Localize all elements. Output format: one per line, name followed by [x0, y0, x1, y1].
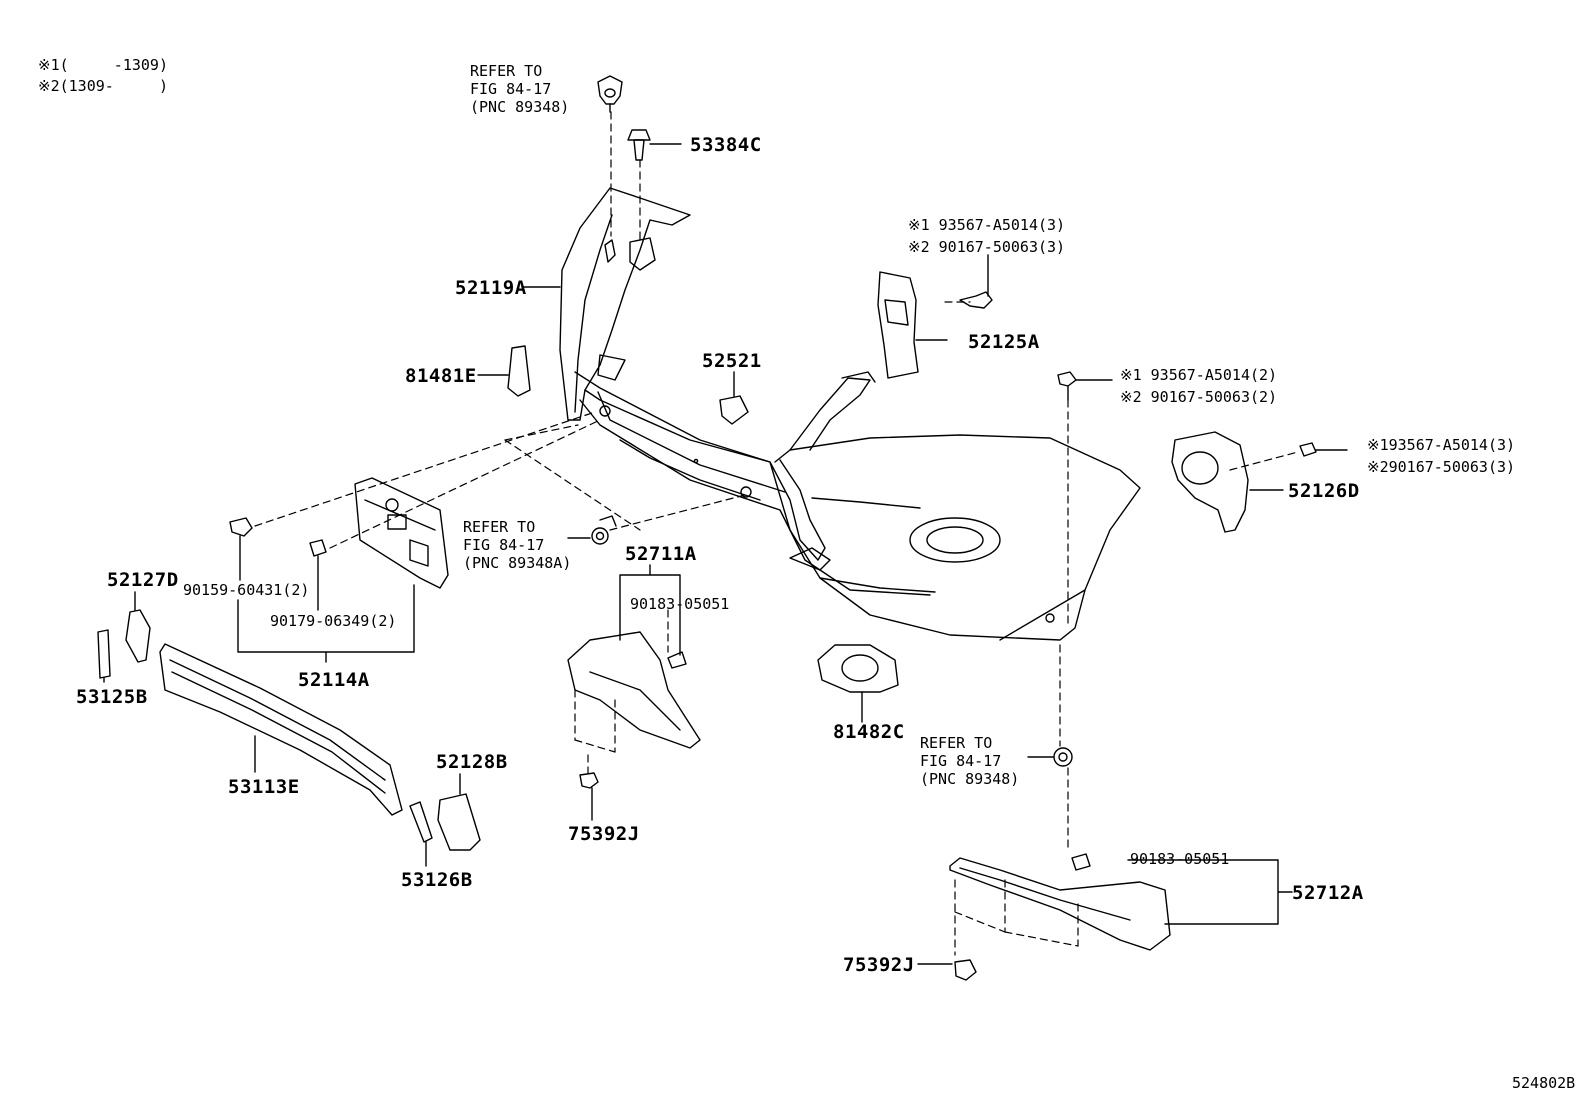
- part-52711A[interactable]: 52711A: [625, 543, 697, 565]
- part-52125A[interactable]: 52125A: [968, 331, 1040, 353]
- part-53125B[interactable]: 53125B: [76, 686, 148, 708]
- refer-top-line-1: REFER TO: [470, 62, 543, 80]
- note-52126D-1: ※193567-A5014(3): [1367, 436, 1516, 454]
- leader-52114A: [237, 584, 415, 663]
- part-52127D[interactable]: 52127D: [107, 569, 179, 591]
- note-bolt-2: ※2 90167-50063(2): [1120, 388, 1278, 406]
- note-bolt-1: ※1 93567-A5014(2): [1120, 366, 1278, 384]
- part-52712A[interactable]: 52712A: [1292, 882, 1364, 904]
- part-90183-b[interactable]: 90183-05051: [1130, 850, 1230, 868]
- refer-mid-line-2: FIG 84-17: [463, 536, 545, 554]
- bracket-52521: [719, 371, 749, 425]
- bolt-right-upper: [1057, 371, 1113, 401]
- bracket-81481E: [477, 345, 531, 397]
- clip-53384C: [627, 129, 682, 161]
- legend-line-2: ※2(1309- ): [38, 77, 168, 95]
- refer-right-line-2: FIG 84-17: [920, 752, 1002, 770]
- sensor-right: [1027, 747, 1073, 767]
- bracket-52126D: [1171, 431, 1348, 533]
- part-52126D[interactable]: 52126D: [1288, 480, 1360, 502]
- part-81481E[interactable]: 81481E: [405, 365, 477, 387]
- pad-53126B: [409, 801, 433, 867]
- refer-top-line-2: FIG 84-17: [470, 80, 552, 98]
- refer-right-line-1: REFER TO: [920, 734, 993, 752]
- bracket-52125A: [877, 254, 993, 379]
- part-90159[interactable]: 90159-60431(2): [183, 581, 310, 599]
- legend-line-1: ※1( -1309): [38, 56, 168, 74]
- clip-52127D: [125, 591, 151, 663]
- refer-right-line-3: (PNC 89348): [920, 770, 1020, 788]
- part-75392J-b[interactable]: 75392J: [843, 954, 915, 976]
- assembly-lines: [254, 111, 1299, 956]
- figure-id: 524802B: [1512, 1074, 1576, 1092]
- bumper-cover: [574, 371, 1141, 641]
- part-53384C[interactable]: 53384C: [690, 134, 762, 156]
- clip-75392J-a: [579, 772, 599, 821]
- refer-top-line-3: (PNC 89348): [470, 98, 570, 116]
- part-75392J-a[interactable]: 75392J: [568, 823, 640, 845]
- part-52128B[interactable]: 52128B: [436, 751, 508, 773]
- note-52126D-2: ※290167-50063(3): [1367, 458, 1516, 476]
- note-52125A-1: ※1 93567-A5014(3): [908, 216, 1066, 234]
- part-52521[interactable]: 52521: [702, 350, 762, 372]
- bolt-90159: [229, 517, 253, 581]
- clip-52128B: [437, 773, 481, 851]
- lower-panel-52711A: [567, 564, 701, 749]
- part-52119A[interactable]: 52119A: [455, 277, 527, 299]
- clip-top: [597, 75, 623, 113]
- license-bracket: [354, 477, 449, 589]
- lower-absorber: [584, 389, 826, 561]
- part-90183-a[interactable]: 90183-05051: [630, 595, 730, 613]
- nut-90179: [309, 539, 327, 611]
- part-53126B[interactable]: 53126B: [401, 869, 473, 891]
- part-52114A[interactable]: 52114A: [298, 669, 370, 691]
- refer-mid-line-1: REFER TO: [463, 518, 536, 536]
- note-52125A-2: ※2 90167-50063(3): [908, 238, 1066, 256]
- lower-panel-52712A: [949, 853, 1293, 951]
- grille-53113E: [159, 643, 403, 816]
- clip-75392J-b: [917, 959, 977, 981]
- fog-bezel: [817, 644, 899, 723]
- upper-retainer: [559, 187, 691, 421]
- part-90179[interactable]: 90179-06349(2): [270, 612, 397, 630]
- part-81482C[interactable]: 81482C: [833, 721, 905, 743]
- sensor-mid: [591, 515, 617, 545]
- refer-mid-line-3: (PNC 89348A): [463, 554, 572, 572]
- part-53113E[interactable]: 53113E: [228, 776, 300, 798]
- pad-53125B: [97, 629, 111, 683]
